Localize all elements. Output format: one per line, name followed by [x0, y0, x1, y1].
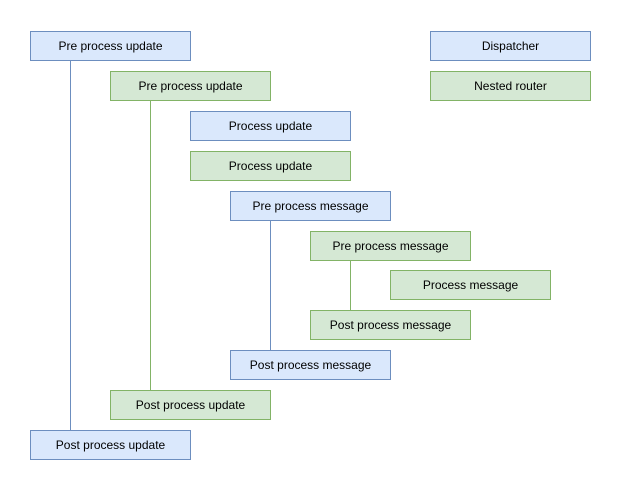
- node-router-process-message: Process message: [390, 270, 551, 300]
- connector-dispatcher-update-span: [70, 61, 72, 430]
- node-dispatcher-process-update: Process update: [190, 111, 351, 141]
- node-router-post-process-message: Post process message: [310, 310, 471, 340]
- connector-router-update-span: [150, 101, 152, 390]
- legend-nested-router: Nested router: [430, 71, 591, 101]
- connector-dispatcher-message-span: [270, 221, 272, 350]
- node-router-post-process-update: Post process update: [110, 390, 271, 420]
- node-dispatcher-pre-process-update: Pre process update: [30, 31, 191, 61]
- node-router-pre-process-message: Pre process message: [310, 231, 471, 261]
- node-dispatcher-post-process-message: Post process message: [230, 350, 391, 380]
- node-dispatcher-post-process-update: Post process update: [30, 430, 191, 460]
- node-dispatcher-pre-process-message: Pre process message: [230, 191, 391, 221]
- node-router-pre-process-update: Pre process update: [110, 71, 271, 101]
- legend-dispatcher: Dispatcher: [430, 31, 591, 61]
- connector-router-message-span: [350, 261, 352, 310]
- node-router-process-update: Process update: [190, 151, 351, 181]
